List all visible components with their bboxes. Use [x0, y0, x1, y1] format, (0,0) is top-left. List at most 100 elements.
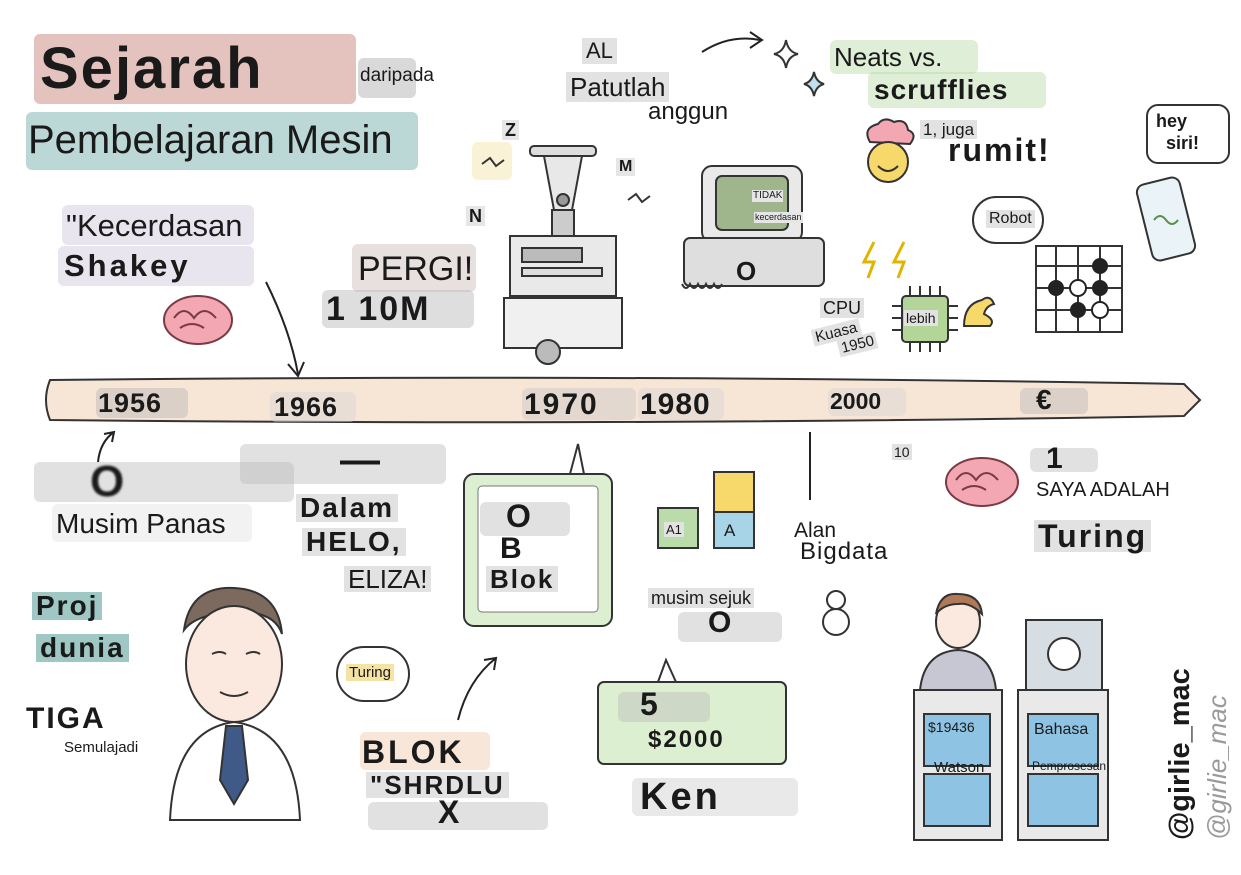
- lightning-icon: [861, 241, 907, 279]
- year-2000-patch: [828, 388, 906, 416]
- box-blok: Blok: [486, 566, 559, 592]
- price-19436: $19436: [928, 719, 975, 735]
- cube-a: A: [724, 521, 736, 540]
- year-1980-patch: [638, 388, 724, 420]
- semulajadi-label: Semulajadi: [64, 739, 139, 756]
- ten-label: 10: [892, 444, 912, 460]
- kecerdasan-label: "Kecerdasan: [66, 208, 243, 243]
- snowman-icon: [822, 590, 850, 636]
- rumit-label: rumit!: [948, 132, 1051, 168]
- year-1980: 1980: [640, 388, 711, 421]
- o-big-patch: [34, 462, 294, 502]
- alan-pointer: [809, 432, 811, 500]
- exploding-head-icon: [866, 118, 915, 183]
- n-label: N: [466, 206, 485, 226]
- ten-m-patch: [322, 290, 474, 328]
- box-o-patch: [480, 502, 570, 536]
- scrufflies-label: scrufflies: [874, 74, 1009, 105]
- shrdlu-label: "SHRDLU: [366, 772, 509, 798]
- year-1970-patch: [522, 388, 636, 420]
- x-label: X: [438, 794, 460, 830]
- vintage-computer-icon: [681, 165, 825, 289]
- dartmouth-arrow: [97, 430, 116, 463]
- euro-patch: [1020, 388, 1088, 414]
- title-line2: Pembelajaran Mesin: [28, 118, 393, 162]
- cube-a1: A1: [664, 522, 684, 537]
- ken-label: Ken: [640, 776, 721, 818]
- tiga-label: TIGA: [26, 702, 106, 735]
- year-1956: 1956: [98, 388, 163, 418]
- title-suffix-patch: [358, 58, 416, 98]
- euro-glyph: €: [1036, 384, 1052, 415]
- o-small-label: O: [708, 606, 738, 639]
- dalam-label: Dalam: [296, 494, 399, 522]
- turing-bubble-label: Turing: [346, 664, 394, 681]
- year-1970: 1970: [524, 388, 599, 421]
- proj-label: Proj: [32, 592, 103, 620]
- al-arrow: [701, 31, 764, 53]
- turing-big-label: Turing: [1034, 520, 1152, 552]
- al-label: AL: [582, 38, 617, 64]
- screen-o: O: [736, 256, 757, 286]
- pemprosesan-label: Pemprosesan: [1032, 759, 1107, 773]
- hey-siri-bubble: [1146, 104, 1230, 164]
- eliza-label: ELIZA!: [344, 566, 432, 592]
- anggun-label: anggun: [648, 98, 729, 125]
- flexed-arm-icon: [962, 296, 996, 327]
- shakey-patch: [58, 246, 254, 286]
- ken-patch: [632, 778, 798, 816]
- author-handle: @girlie_mac: [1164, 668, 1196, 840]
- musim-panas-patch: [52, 504, 252, 542]
- scrufflies-patch: [868, 72, 1046, 108]
- musim-panas-label: Musim Panas: [56, 508, 226, 539]
- turing-portrait-icon: [168, 586, 302, 821]
- year-1956-patch: [96, 388, 188, 418]
- saya-adalah-label: SAYA ADALAH: [1036, 479, 1170, 501]
- one-patch: [1030, 448, 1098, 472]
- author-handle-script: @girlie_mac: [1202, 695, 1232, 840]
- five-label: 5: [640, 686, 658, 722]
- neats-patch: [830, 40, 978, 74]
- blok-arrow: [457, 656, 498, 721]
- blok-label: BLOK: [362, 734, 465, 770]
- dash-label: —: [340, 438, 380, 482]
- box-o: O: [506, 498, 539, 534]
- one-label: 1: [1046, 442, 1063, 475]
- brain-icon: [163, 295, 233, 345]
- hey-siri-line1: hey: [1156, 111, 1188, 131]
- kecerdasan-patch: [62, 205, 254, 245]
- neats-label: Neats vs.: [834, 42, 943, 72]
- juga-label: 1, juga: [920, 120, 978, 139]
- patutlah-label: Patutlah: [566, 72, 670, 102]
- price-2000: $2000: [648, 726, 725, 753]
- go-board-icon: [1035, 245, 1123, 333]
- timeline-arrow: [45, 376, 1202, 424]
- year-1966: 1966: [274, 392, 339, 422]
- robot-label: Robot: [986, 210, 1035, 228]
- shakey-robot-icon: [503, 145, 623, 365]
- dash-patch: [240, 444, 446, 484]
- year-1966-patch: [270, 392, 356, 422]
- dunia-label: dunia: [36, 634, 129, 662]
- sleep-squiggles: [481, 156, 651, 204]
- year-2000: 2000: [830, 388, 882, 414]
- brain-icon-2: [945, 457, 1019, 507]
- box-b: B: [500, 532, 526, 565]
- title-highlight: [34, 34, 356, 104]
- cubes-icon: [657, 471, 755, 549]
- hey-siri-line2: siri!: [1166, 133, 1200, 153]
- z-label: Z: [502, 120, 519, 140]
- sparkle-icon: [773, 39, 825, 97]
- blok-patch: [360, 732, 490, 770]
- o-big-label: O: [90, 457, 139, 506]
- watson-label: Watson: [934, 759, 985, 776]
- alan-label: Alan: [794, 519, 837, 542]
- screen-tidak: TIDAK: [752, 190, 784, 202]
- bahasa-label: Bahasa: [1034, 721, 1089, 738]
- musim-sejuk-label: musim sejuk: [648, 588, 755, 608]
- shakey-label: Shakey: [64, 248, 191, 283]
- lebih-label: lebih: [904, 310, 938, 326]
- pergi-label: PERGI!: [358, 250, 474, 288]
- o-small-patch: [678, 612, 782, 642]
- subtitle-highlight: [26, 112, 418, 170]
